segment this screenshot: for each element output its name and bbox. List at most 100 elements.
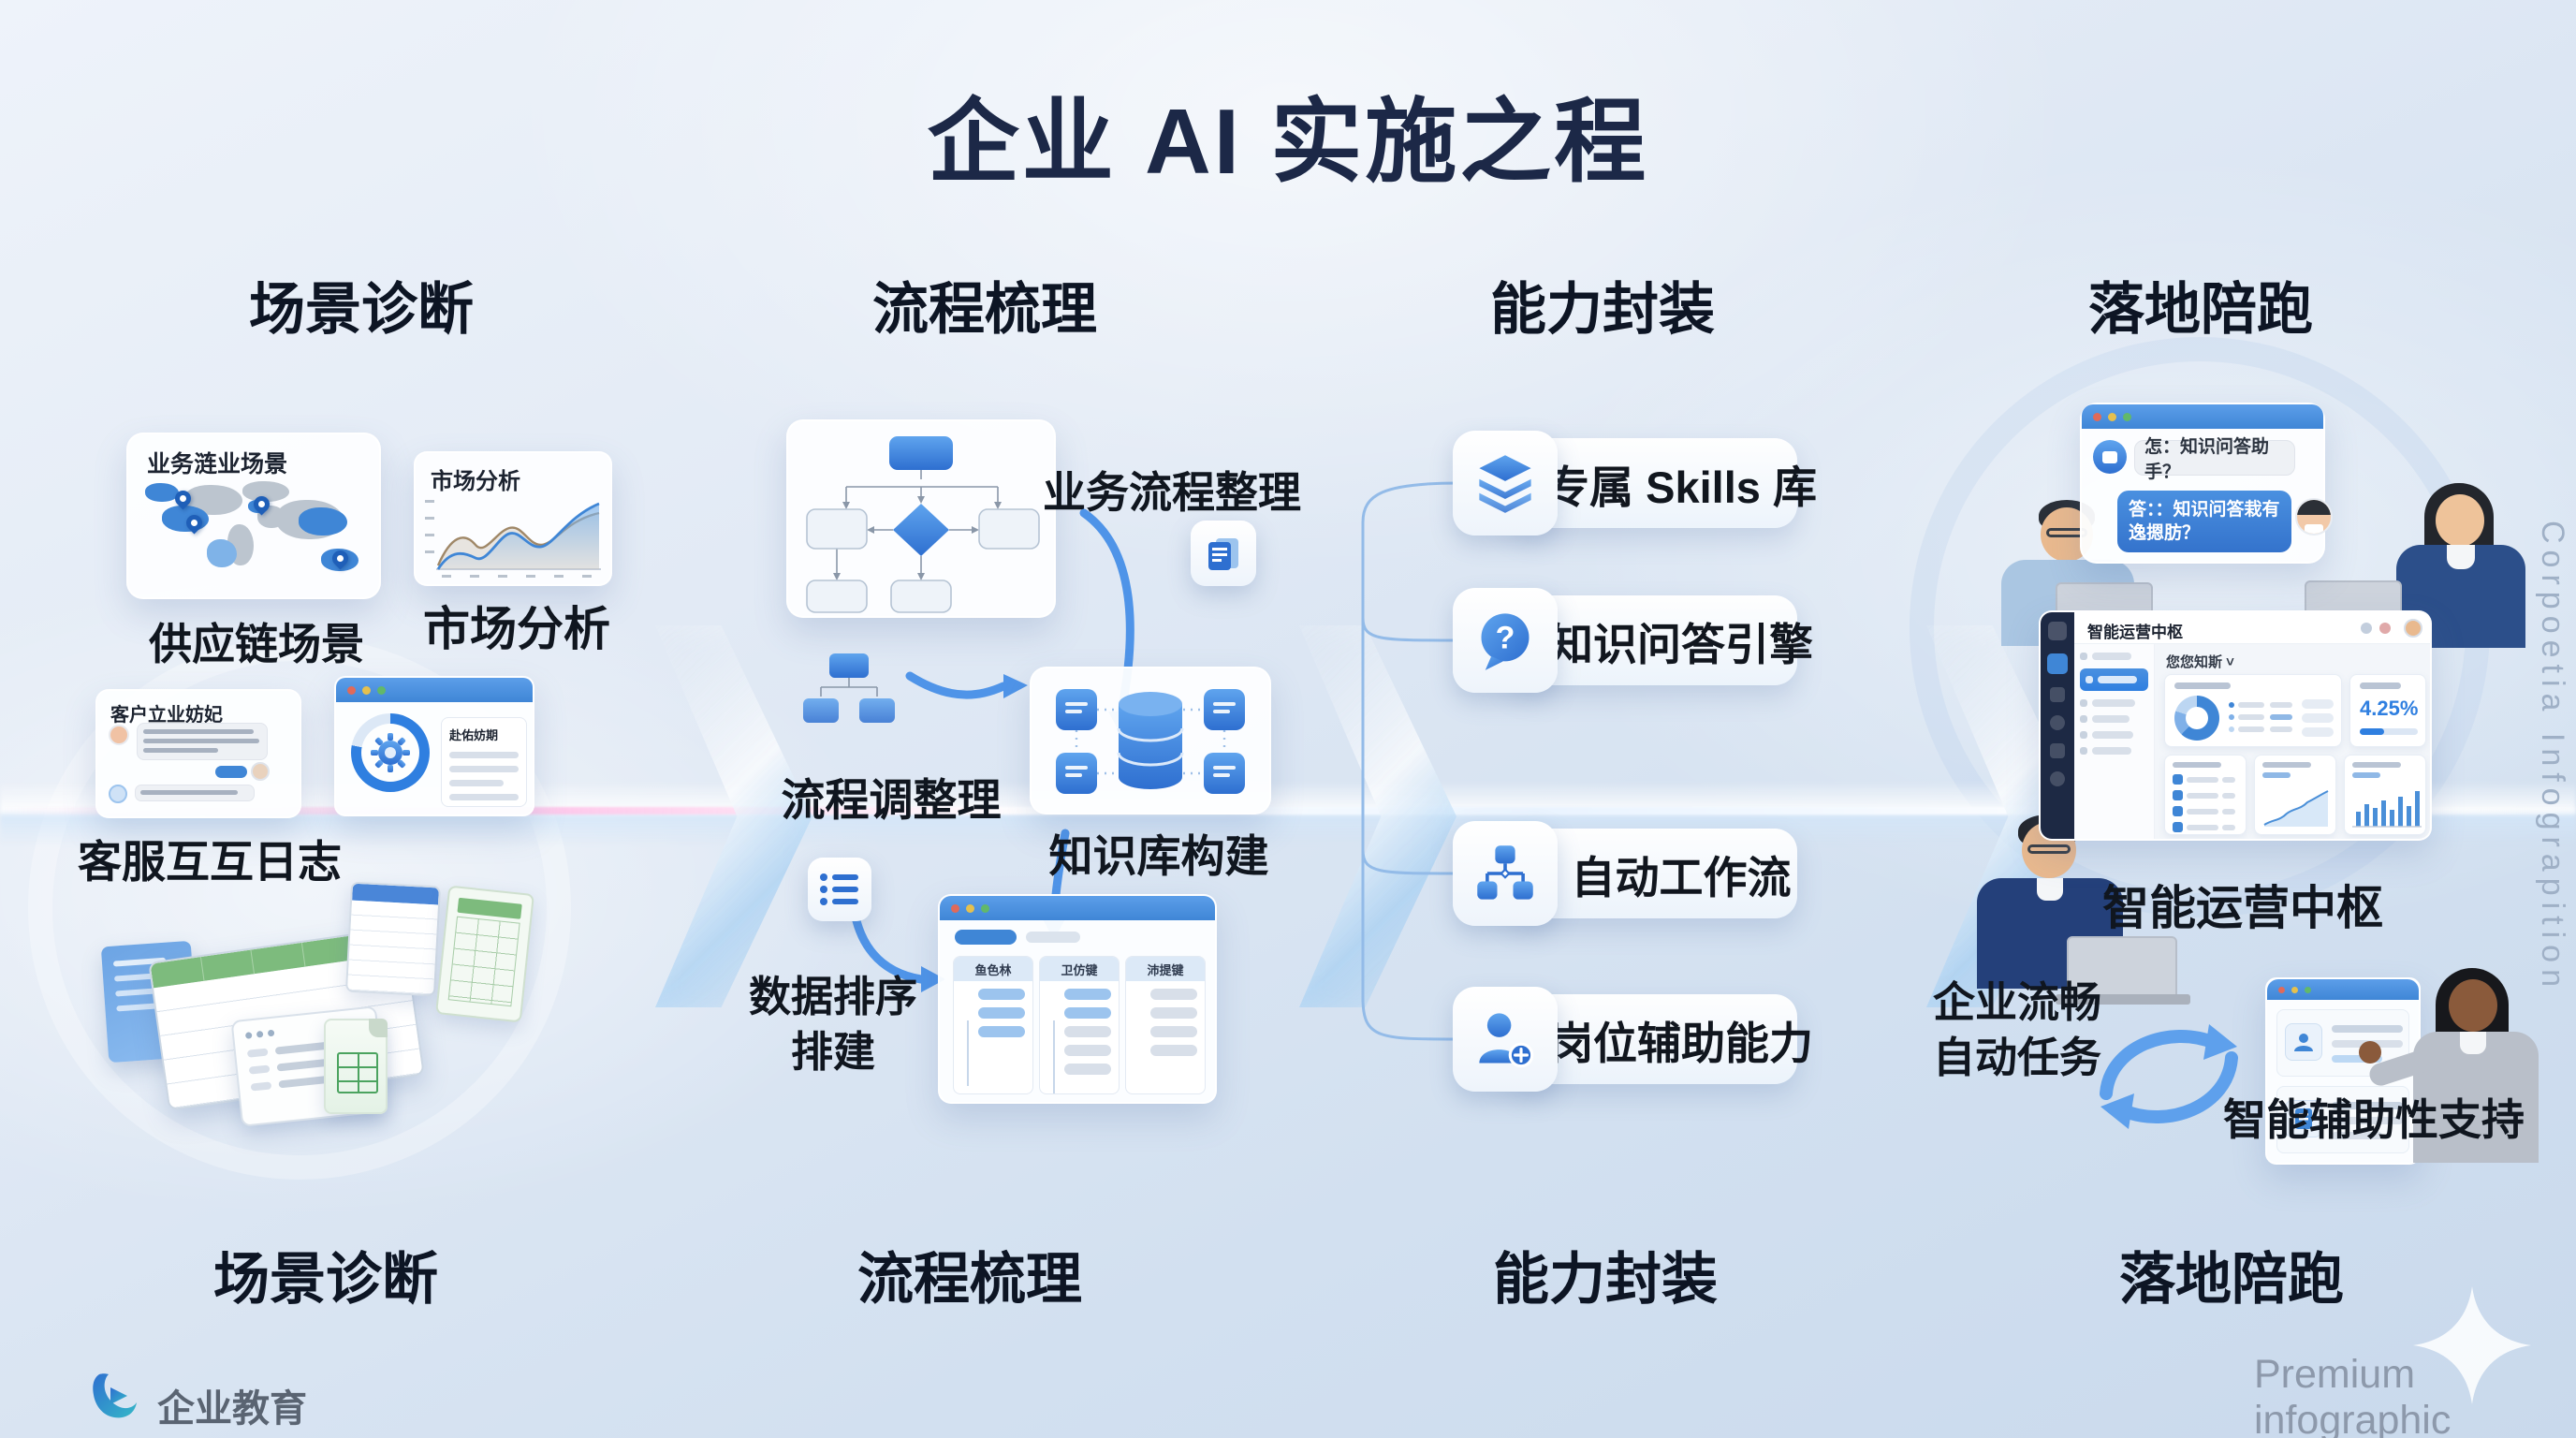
chat-titlebar [2082,404,2323,429]
person-woman-presenter [2359,964,2565,1170]
capability-tile-workflow [1453,821,1558,926]
chat-tag-pill [215,766,247,778]
assist-label: 智能辅助性支持 [2223,1095,2525,1144]
profile-card-2 [2276,1086,2409,1153]
flowchart-card [786,419,1056,618]
minimize-icon [2108,412,2116,421]
list-tile [808,858,871,921]
capability-label: 专属 Skills 库 [1545,462,1817,512]
rail-home-icon [2047,653,2068,674]
kanban-column-1: 鱼色林 [953,956,1033,1094]
ops-dashboard-window: 智能运营中枢 您您知斯 ˅ [2039,610,2432,841]
user-avatar [2295,498,2333,536]
capability-connectors [1361,481,1459,1041]
chat-bubble-left [137,723,268,760]
agent-avatar [251,762,270,781]
watermark-text: Premium infographic [2254,1352,2452,1438]
glasses-icon [2027,844,2071,854]
map-card-title: 业务涟业场景 [147,451,288,477]
chat-answer-line2: 逸摁肪？ [2129,522,2201,543]
world-map [138,479,372,590]
kanban-column-3: 沛提键 [1125,956,1206,1094]
chart-card-title: 市场分析 [431,469,520,494]
dashboard-caption: 智能运营中枢 [2102,882,2383,934]
kanban-col1-header: 鱼色林 [954,957,1032,981]
auto-label-line1: 企业流畅 [1932,978,2102,1026]
rail-icon [2050,715,2065,730]
database-icon [1117,692,1184,789]
blue-docs-icon [1208,538,1238,570]
capability-label: 自动工作流 [1571,852,1792,902]
flowchart-diagram [806,436,1040,613]
dashboard-rail [2041,612,2074,839]
rail-icon [2050,687,2065,702]
chat-bubble-left-2 [135,785,255,801]
data-label-line2: 排建 [790,1027,876,1076]
app-logo-icon [2048,622,2067,640]
kanban-titlebar [940,896,1215,920]
capability-label: 岗位辅助能力 [1549,1018,1813,1068]
donut-side-pills [2302,697,2334,737]
supply-chain-map-card: 业务涟业场景 [126,433,381,599]
qa-chat-window: 怎：知识问答助手？ 答：：知识问答栽有 逸摁肪？ [2080,403,2333,564]
capability-label: 知识问答引擎 [1549,619,1813,669]
donut-legend [2229,699,2264,732]
adjust-label: 流程调整理 [781,775,1002,825]
kanban-col2-header: 卫仿键 [1040,957,1119,981]
map-caption: 供应链场景 [149,620,364,668]
kb-label: 知识库构建 [1048,831,1269,881]
customer-avatar [109,725,129,745]
maximize-icon [2305,986,2311,993]
stage-bottom-2: 流程梳理 [857,1248,1082,1311]
chart-caption: 市场分析 [423,603,610,655]
kanban-column-2: 卫仿键 [1039,956,1120,1094]
bot-avatar [109,785,127,803]
gear-panel-title: 赴佑妨期 [449,728,499,742]
brand-name: 企业教育 [157,1388,307,1430]
kpi-card: 4.25% [2349,674,2426,747]
svg-text:?: ? [1496,621,1515,656]
nav-item-active [2080,668,2148,691]
bar-chart-card [2344,755,2426,835]
stage-bottom-3: 能力封装 [1493,1248,1718,1311]
layers-icon [1479,455,1531,513]
capability-tile-skills [1453,431,1558,536]
stage-bottom-1: 场景诊断 [213,1248,438,1311]
page-title: 企业 AI 实施之程 [927,90,1649,193]
kanban-window: 鱼色林 卫仿键 沛提键 [938,894,1217,1104]
kpi-progress-track [2360,728,2418,735]
brand-logo-icon [93,1373,137,1418]
stage-top-1: 场景诊断 [249,278,474,341]
stage-top-3: 能力封装 [1490,278,1715,341]
close-icon [347,685,356,695]
customer-chat-log-card: 客户立业妨妃 [95,689,301,818]
data-label: 数据排序 排建 [749,970,917,1079]
stage-top-4: 落地陪跑 [2088,278,2313,341]
area-line-chart [2263,790,2329,827]
close-icon [2093,412,2101,421]
dashboard-toolbar: 您您知斯 ˅ [2166,654,2234,670]
donut-side-values [2270,699,2292,732]
profile-titlebar [2267,979,2419,1000]
bot-avatar [2093,440,2127,474]
workflow-icon [1477,845,1533,900]
kanban-col3-header: 沛提键 [1126,957,1205,981]
chat-question-icon: ? [1481,613,1530,670]
dashboard-title: 智能运营中枢 [2087,624,2183,641]
mini-bar-chart [2352,791,2422,828]
knowledge-base-card [1030,667,1271,814]
rail-icon [2050,771,2065,786]
donut-chart [2174,696,2219,741]
dashboard-main: 您您知斯 ˅ [2155,644,2430,839]
person-icon [2285,1023,2322,1061]
avatar [2404,619,2422,638]
green-grid-doc [435,885,534,1023]
dashboard-nav [2074,644,2155,839]
chat-caption: 客服互互日志 [78,837,342,887]
minimize-icon [2291,986,2298,993]
document-tile [1191,521,1256,586]
active-tab-pill [955,930,1017,945]
chat-card-title: 客户立业妨妃 [110,705,223,726]
chat-answer-bubble: 答：：知识问答栽有 逸摁肪？ [2117,491,2291,552]
rail-icon [2050,743,2065,758]
